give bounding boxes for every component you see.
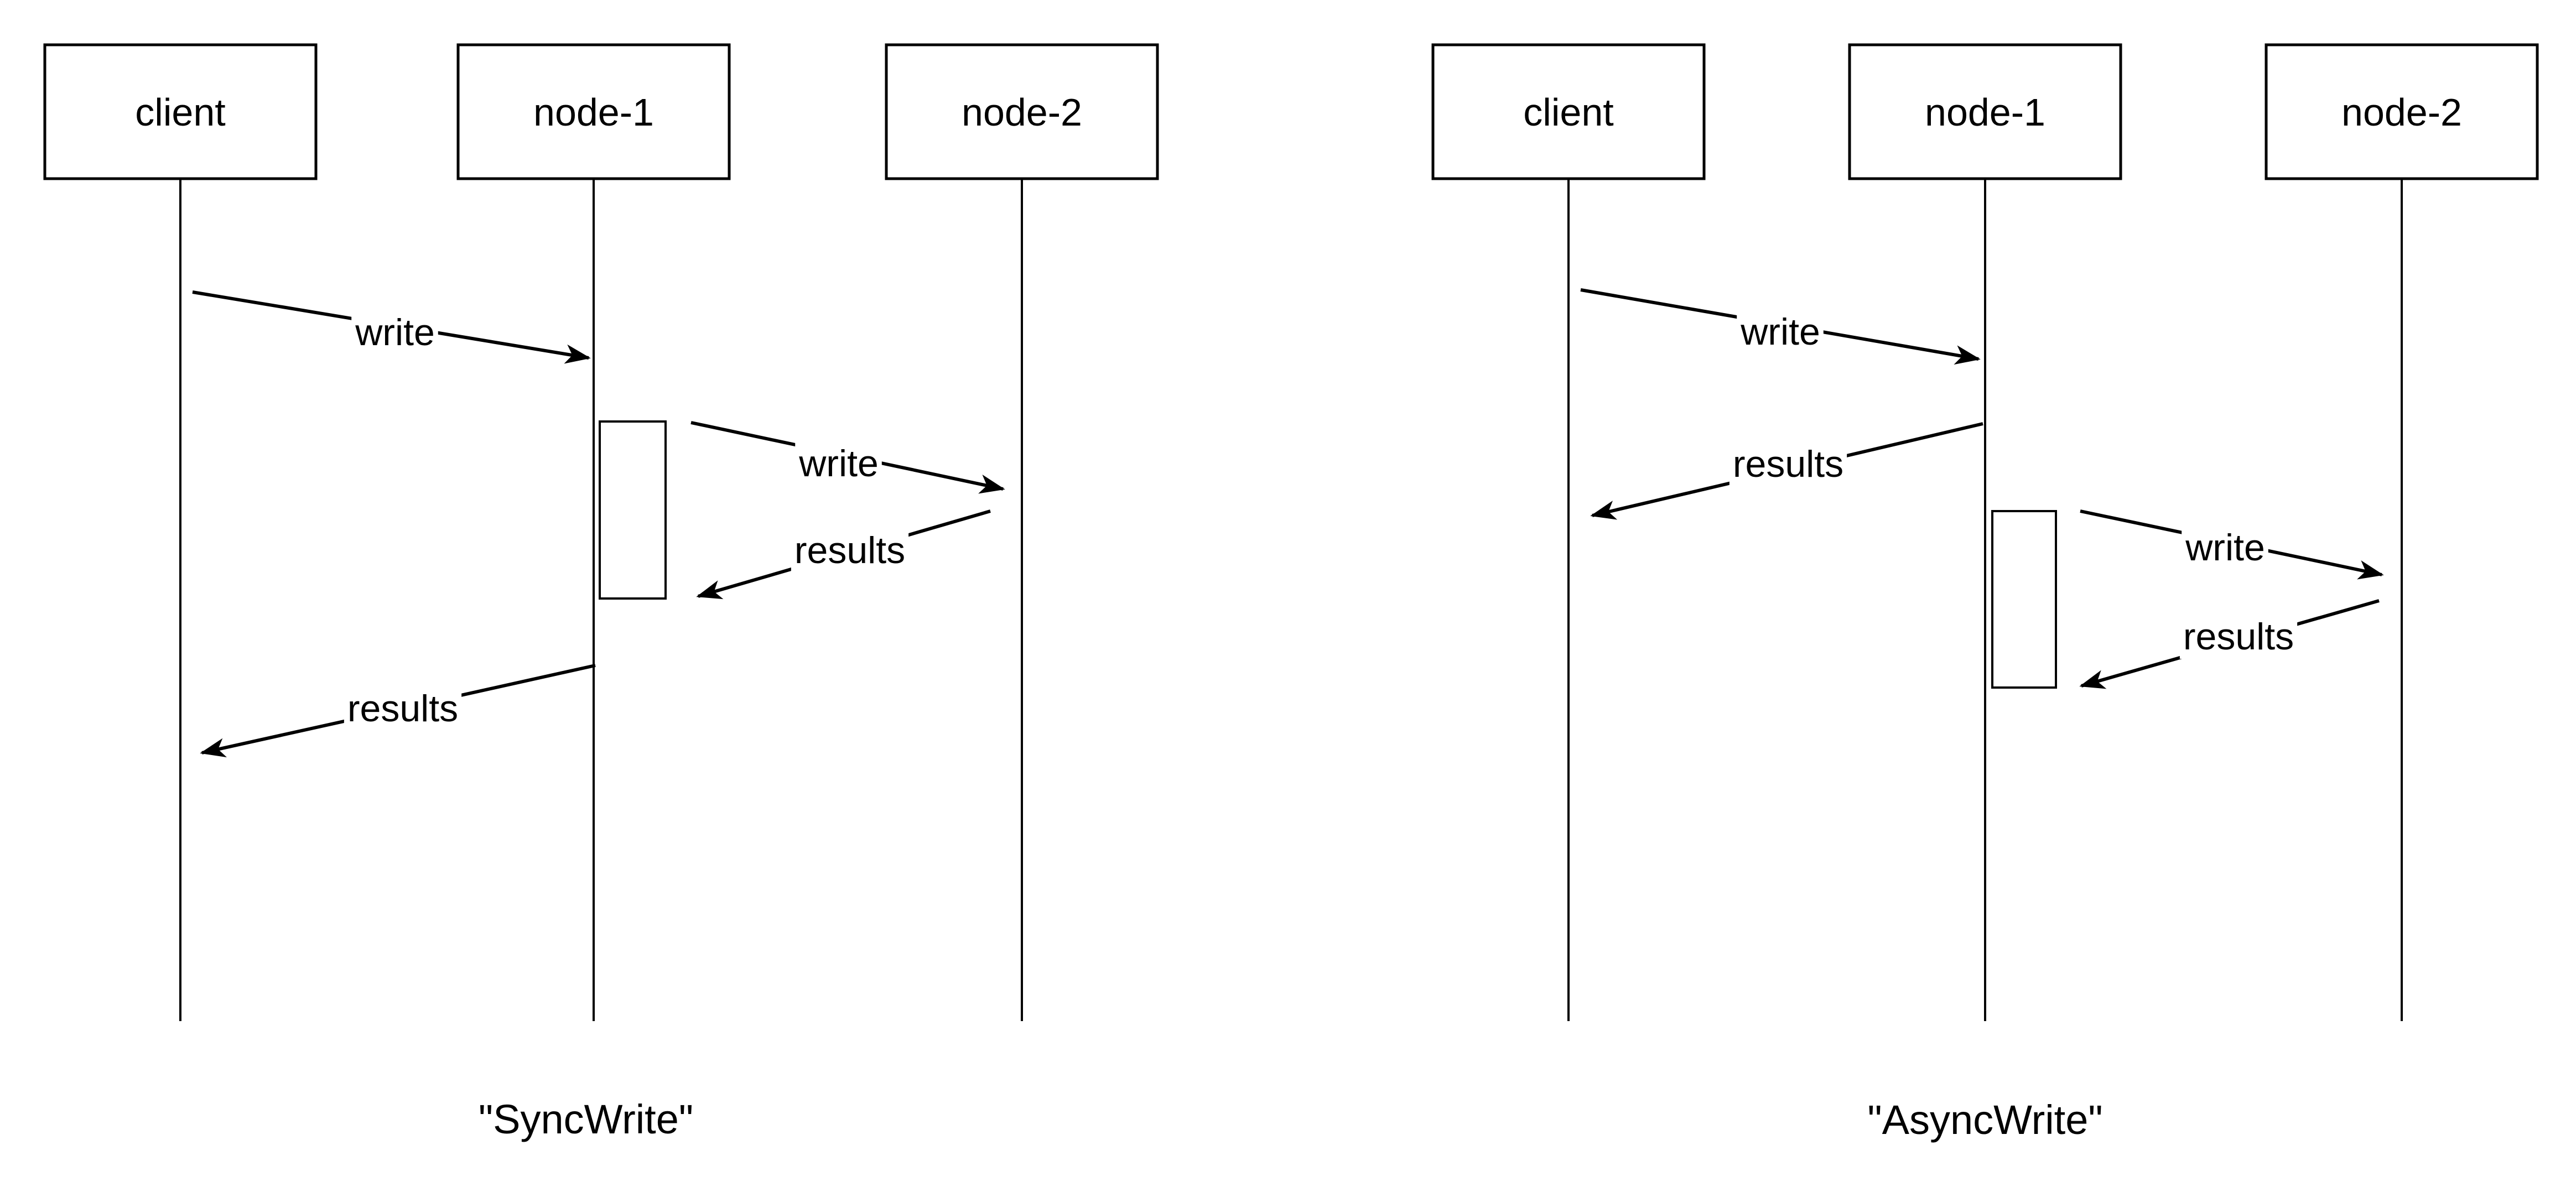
message-label: write bbox=[798, 443, 879, 485]
message-results-node-1-to-client: results bbox=[1590, 422, 1983, 520]
activation-box bbox=[1991, 510, 2057, 689]
actor-label-node-2: node-2 bbox=[2341, 91, 2462, 134]
message-label: results bbox=[794, 529, 905, 571]
message-results-node-1-to-client: results bbox=[200, 664, 596, 758]
message-label-bg bbox=[344, 686, 462, 731]
message-label: write bbox=[2185, 527, 2265, 569]
actor-label-client: client bbox=[1523, 91, 1613, 134]
message-write-node-1-to-node-2: write bbox=[2080, 509, 2384, 580]
activation-box bbox=[599, 420, 667, 600]
message-write-node-1-to-node-2: write bbox=[690, 421, 1005, 494]
message-label: write bbox=[355, 311, 435, 353]
message-label: results bbox=[2183, 616, 2294, 658]
panel-async-write: client node-1 node-2 write results write resul… bbox=[1431, 43, 2539, 1143]
actor-box-node-2 bbox=[885, 43, 1159, 180]
message-write-client-to-node-1: write bbox=[192, 290, 591, 364]
message-label: results bbox=[347, 688, 458, 730]
actor-box-node-1 bbox=[456, 43, 731, 180]
message-write-client-to-node-1: write bbox=[1580, 288, 1981, 365]
message-label-bg bbox=[1729, 442, 1847, 486]
message-label-bg bbox=[2182, 525, 2268, 570]
message-label-bg bbox=[795, 441, 882, 486]
message-label-bg bbox=[1737, 310, 1824, 354]
message-label-bg bbox=[351, 310, 438, 355]
message-results-node-2-to-node-1: results bbox=[2079, 599, 2380, 689]
panel-sync-write: client node-1 node-2 write write results resul… bbox=[43, 43, 1159, 1142]
message-label: write bbox=[1740, 311, 1820, 353]
message-label: results bbox=[1733, 443, 1843, 485]
actor-label-node-1: node-1 bbox=[1925, 91, 2045, 134]
message-label-bg bbox=[2179, 615, 2298, 659]
actor-box-node-2 bbox=[2265, 43, 2539, 180]
actor-label-node-1: node-1 bbox=[533, 91, 654, 134]
actor-label-node-2: node-2 bbox=[962, 91, 1082, 134]
panel-caption-async-write: "AsyncWrite" bbox=[1867, 1097, 2102, 1143]
actor-box-client bbox=[1431, 43, 1706, 180]
actor-label-client: client bbox=[135, 91, 225, 134]
actor-box-client bbox=[43, 43, 318, 180]
message-label-bg bbox=[791, 528, 909, 573]
actor-box-node-1 bbox=[1848, 43, 2122, 180]
panel-caption-sync-write: "SyncWrite" bbox=[479, 1096, 693, 1142]
message-results-node-2-to-node-1: results bbox=[696, 509, 991, 600]
